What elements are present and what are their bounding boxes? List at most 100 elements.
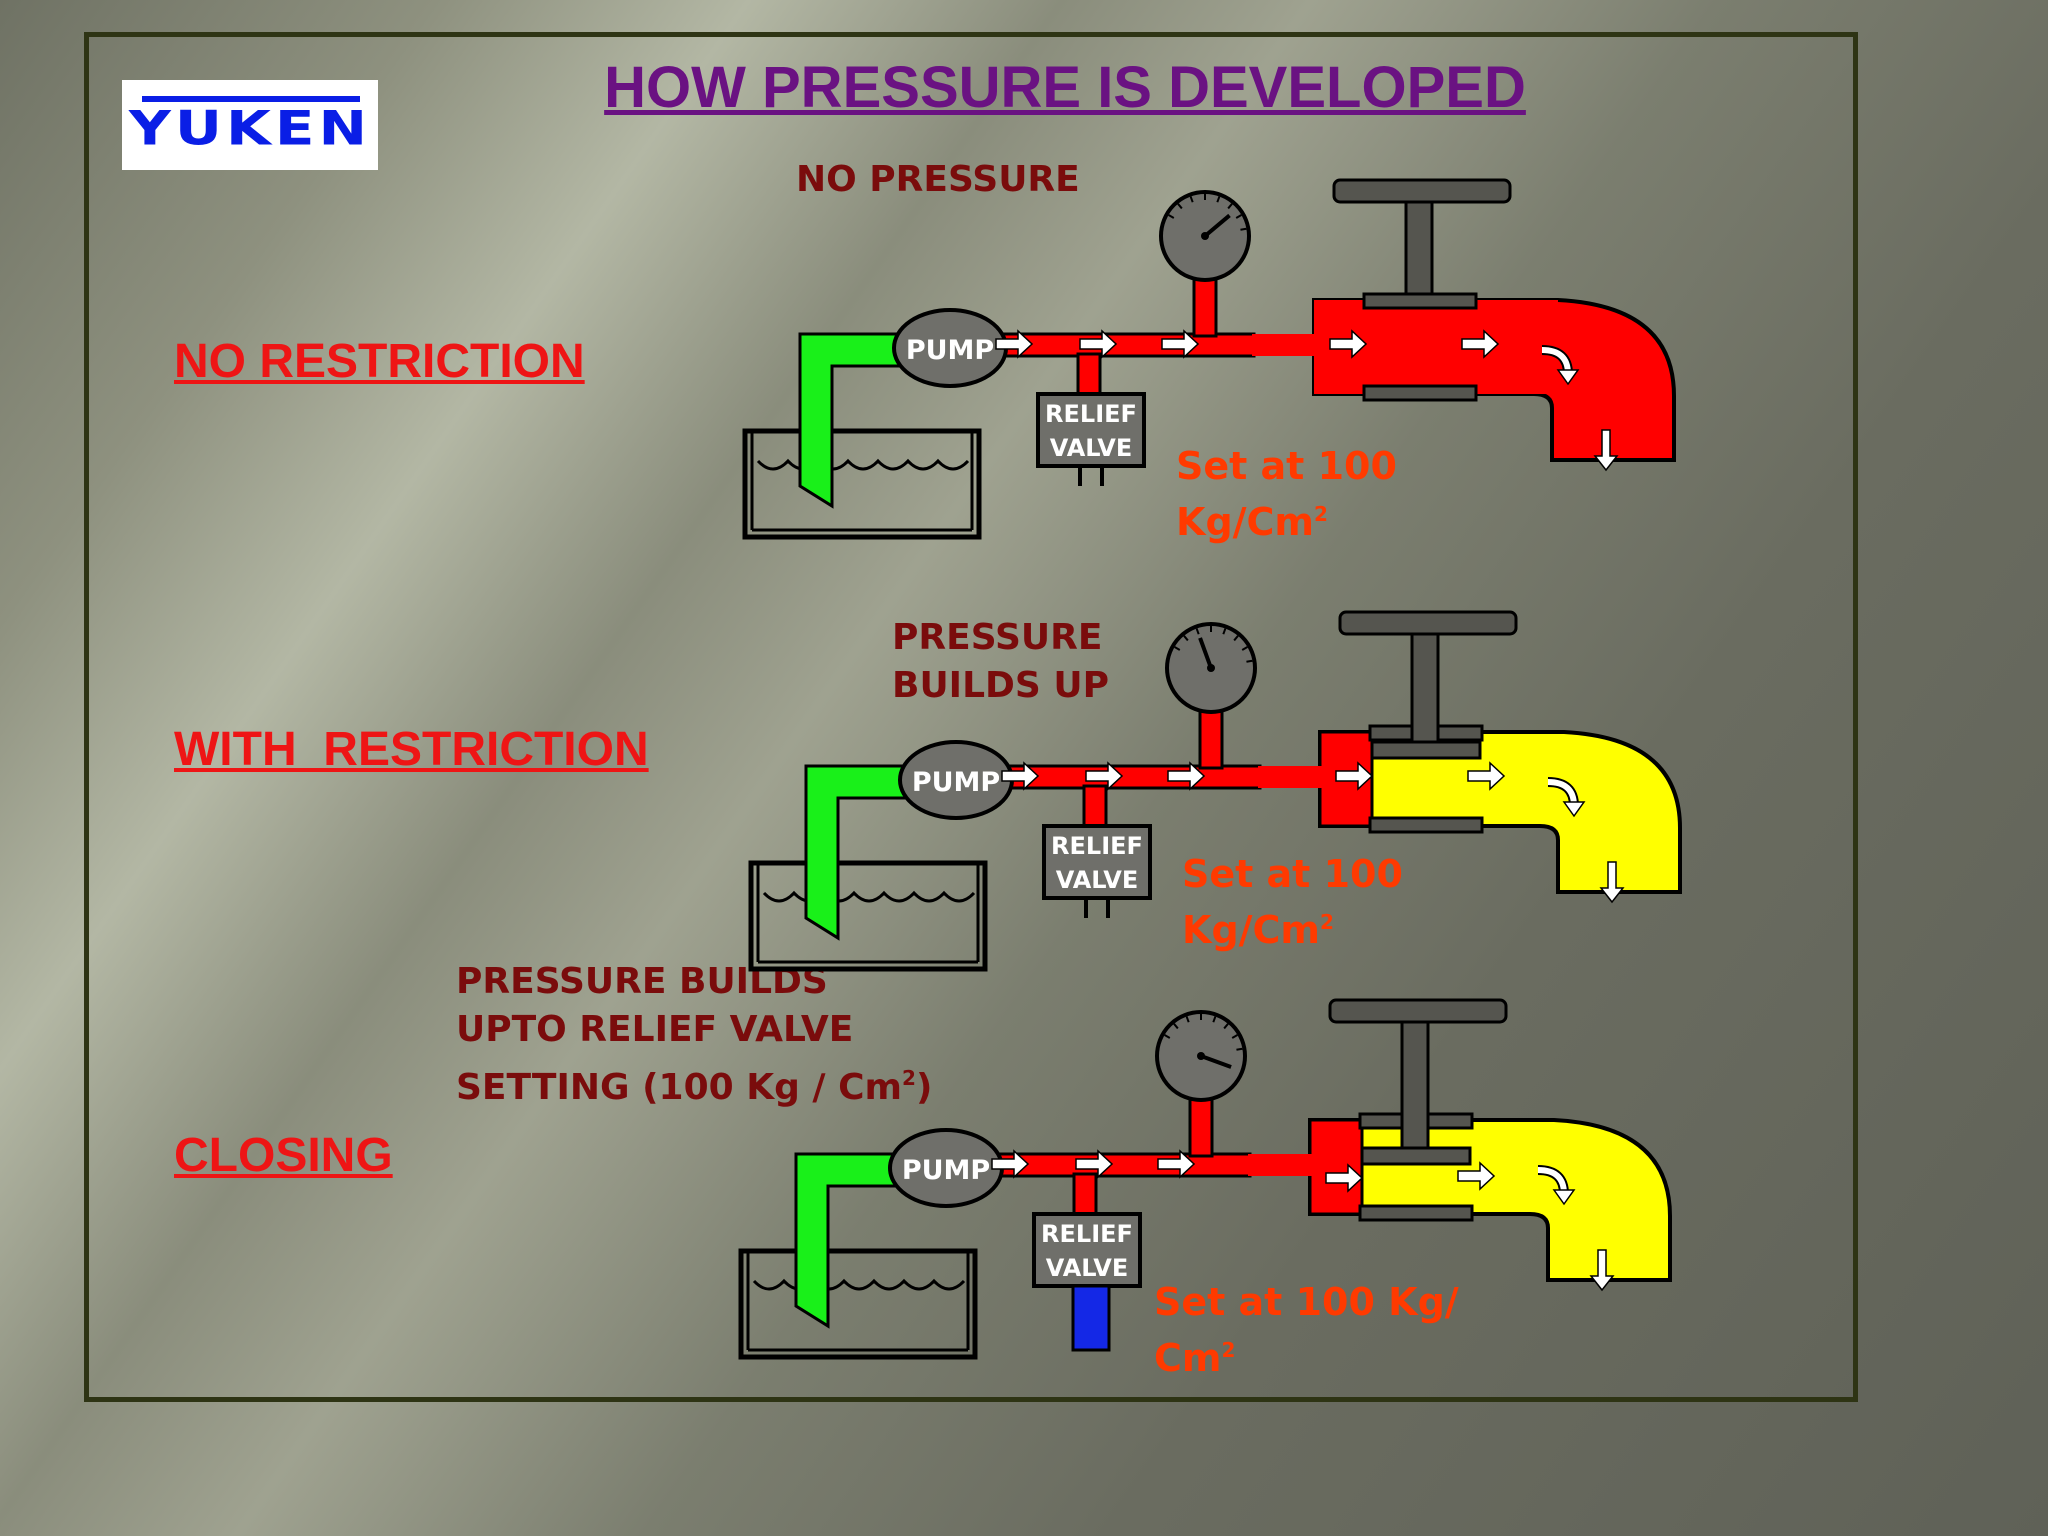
gauge-needle bbox=[1203, 213, 1231, 238]
valve-stem bbox=[1410, 630, 1440, 744]
gauge-needle bbox=[1198, 637, 1213, 669]
gate-top-seal bbox=[1362, 292, 1478, 310]
pump-label: PUMP bbox=[912, 767, 1000, 798]
gauge-tick bbox=[1231, 1034, 1238, 1039]
relief-valve-discharge bbox=[1071, 1284, 1111, 1352]
relief-setting-3: Set at 100 Kg/ Cm2 bbox=[1154, 1280, 1459, 1380]
gauge-tick bbox=[1235, 214, 1242, 219]
valve-stem bbox=[1404, 198, 1434, 296]
flow-arrow bbox=[1329, 329, 1368, 359]
flow-arrow bbox=[1085, 761, 1124, 791]
caption-line: UPTO RELIEF VALVE bbox=[456, 1009, 854, 1050]
gauge-tick bbox=[1233, 635, 1239, 642]
gauge-tick bbox=[1183, 635, 1189, 642]
slide-title: HOW PRESSURE IS DEVELOPED bbox=[604, 55, 1526, 120]
caption-line: PRESSURE bbox=[892, 617, 1103, 658]
gauge-tick bbox=[1216, 196, 1221, 203]
relief-setting-1: Set at 100 Kg/Cm2 bbox=[1176, 444, 1397, 544]
valve-handwheel bbox=[1338, 610, 1518, 636]
fluid-surface bbox=[752, 1278, 966, 1291]
pump-label: PUMP bbox=[902, 1155, 990, 1186]
gauge-pivot bbox=[1197, 1052, 1205, 1060]
flow-arrow-down bbox=[1589, 1249, 1615, 1292]
gauge-tick bbox=[1164, 1034, 1171, 1039]
flow-arrow bbox=[1161, 329, 1200, 359]
gauge-tick bbox=[1195, 628, 1200, 635]
gauge-needle bbox=[1200, 1054, 1232, 1069]
fluid-surface bbox=[762, 890, 976, 903]
caption-pressure-builds-up: PRESSURE BUILDS UP bbox=[892, 614, 1109, 710]
relief-branch-line bbox=[1076, 352, 1102, 400]
flow-arrow bbox=[1457, 1161, 1496, 1191]
flow-arrow bbox=[1075, 1149, 1114, 1179]
gate-plug bbox=[1370, 740, 1482, 760]
caption-line: BUILDS UP bbox=[892, 665, 1109, 706]
hydraulic-circuit-2: PUMP RELIEF VALVE bbox=[748, 610, 1682, 972]
valve-outlet-elbow bbox=[1308, 1118, 1672, 1282]
circuit: PUMP RELIEF VALVE bbox=[748, 610, 1682, 972]
gauge-tick bbox=[1189, 196, 1194, 203]
relief-valve-body bbox=[1036, 392, 1146, 468]
valve-inlet-pressurized bbox=[1308, 1118, 1364, 1216]
gauge-tick bbox=[1223, 1023, 1229, 1030]
gauge-tick bbox=[1222, 628, 1227, 635]
flow-arrow bbox=[1001, 761, 1040, 791]
flow-arrow bbox=[1335, 761, 1374, 791]
gate-bottom-seal bbox=[1362, 384, 1478, 402]
caption-no-pressure: NO PRESSURE bbox=[796, 156, 1080, 204]
relief-valve-label: VALVE bbox=[1050, 434, 1132, 462]
flow-arrow bbox=[1167, 761, 1206, 791]
suction-line bbox=[794, 1152, 904, 1329]
gauge-pivot bbox=[1207, 664, 1215, 672]
gauge-tick bbox=[1168, 214, 1175, 219]
flow-arrow bbox=[1461, 329, 1500, 359]
gauge-tick bbox=[1174, 646, 1181, 651]
gauge-tick bbox=[1236, 1047, 1243, 1051]
flow-arrow-down bbox=[1599, 861, 1625, 904]
gauge-tick bbox=[1173, 1023, 1179, 1030]
reservoir-tank bbox=[742, 428, 982, 540]
relief-valve-label: RELIEF bbox=[1051, 832, 1143, 860]
pump-label: PUMP bbox=[906, 335, 994, 366]
flow-arrow bbox=[991, 1149, 1030, 1179]
relief-valve-label: VALVE bbox=[1056, 866, 1138, 894]
gauge-tick bbox=[1212, 1016, 1217, 1023]
row-label-with-restriction: WITH RESTRICTION bbox=[174, 723, 649, 776]
flow-arrow-turn-head bbox=[1556, 369, 1580, 386]
gauge-tick bbox=[1177, 203, 1183, 210]
flow-arrow-turn-head bbox=[1562, 801, 1586, 818]
suction-line bbox=[798, 332, 908, 509]
row-label-no-restriction: NO RESTRICTION bbox=[174, 335, 585, 388]
circuit: PUMP RELIEF VALVE bbox=[738, 998, 1672, 1360]
caption-line: SETTING (100 Kg / Cm2) bbox=[456, 1066, 933, 1108]
gate-bottom-seal bbox=[1358, 1204, 1474, 1222]
valve-outlet-elbow bbox=[1318, 730, 1682, 894]
relief-valve-label: RELIEF bbox=[1041, 1220, 1133, 1248]
row-label-closing: CLOSING bbox=[174, 1129, 393, 1182]
relief-branch-line bbox=[1082, 784, 1108, 832]
gauge-tick bbox=[1185, 1016, 1190, 1023]
flow-arrow bbox=[1157, 1149, 1196, 1179]
gauge-tick bbox=[1241, 646, 1248, 651]
valve-handwheel bbox=[1328, 998, 1508, 1024]
flow-arrow-turn-head bbox=[1552, 1189, 1576, 1206]
reservoir-tank bbox=[748, 860, 988, 972]
flow-arrow-down bbox=[1593, 429, 1619, 472]
gate-plug bbox=[1360, 1146, 1472, 1166]
valve-handwheel bbox=[1332, 178, 1512, 204]
gauge-tick bbox=[1246, 659, 1253, 663]
fluid-surface bbox=[756, 458, 970, 471]
reservoir-tank bbox=[738, 1248, 978, 1360]
valve-inlet-pipe bbox=[1258, 766, 1322, 788]
gauge-tick bbox=[1240, 227, 1247, 231]
gauge-pivot bbox=[1201, 232, 1209, 240]
gauge-tick bbox=[1227, 203, 1233, 210]
flow-arrow bbox=[1467, 761, 1506, 791]
logo-bar bbox=[142, 96, 360, 102]
relief-valve-label: VALVE bbox=[1046, 1254, 1128, 1282]
hydraulic-circuit-3: PUMP RELIEF VALVE bbox=[738, 998, 1672, 1360]
valve-inlet-pipe bbox=[1252, 334, 1316, 356]
slide-frame bbox=[84, 32, 1858, 1402]
